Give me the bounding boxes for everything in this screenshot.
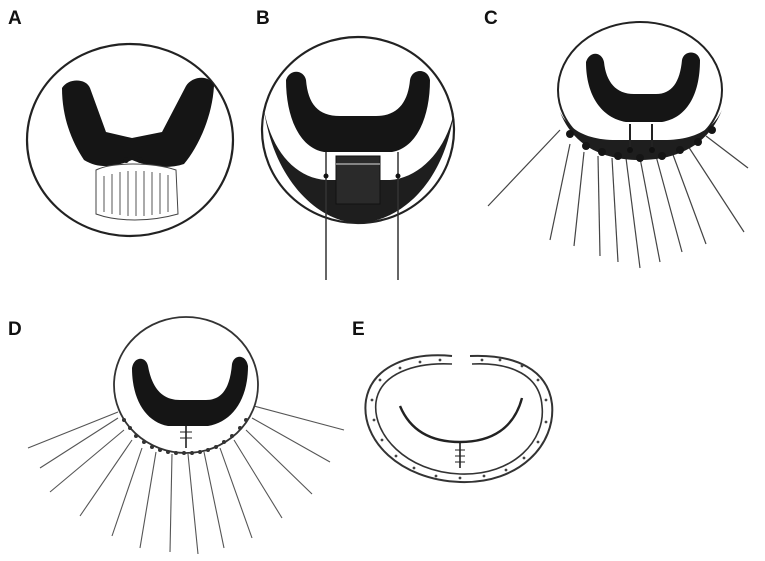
panel-b-central-block [336,156,380,204]
panel-b-drawing [262,37,454,280]
panel-e-inner-plate [400,398,522,442]
panel-e-inner-wall [376,364,543,474]
panel-d-drawing [28,317,344,554]
panel-e-drawing [365,355,552,482]
panel-a-bump [123,157,129,163]
panel-a-ventral-region [96,164,178,220]
panel-c-drawing [488,22,748,268]
panel-a-drawing [27,44,233,236]
panel-a-bump [137,157,143,163]
